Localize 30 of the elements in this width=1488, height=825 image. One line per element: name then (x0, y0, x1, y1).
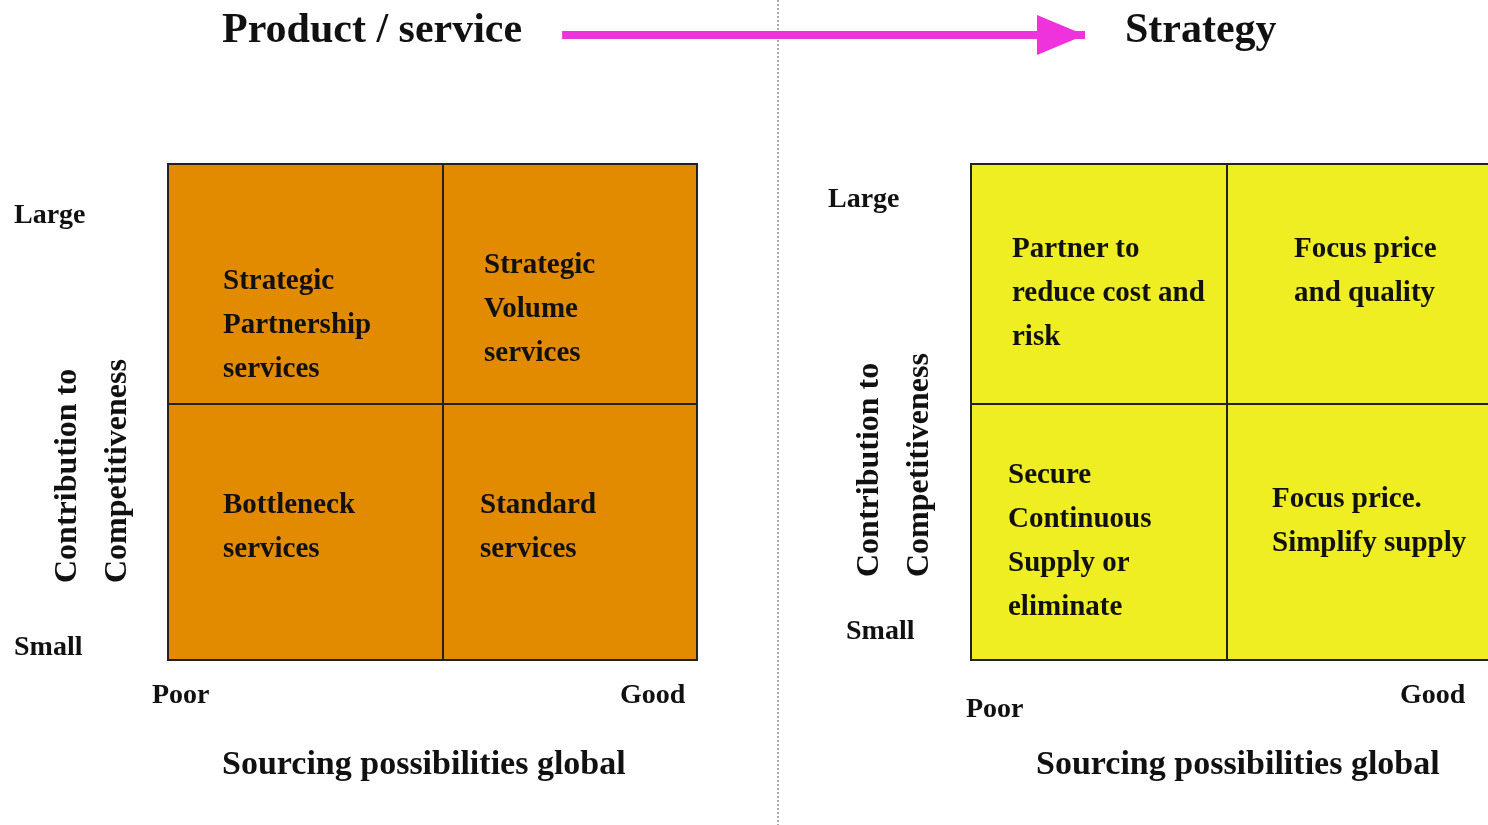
quadrant-cell (1226, 403, 1488, 661)
quadrant-label: Standard services (480, 486, 598, 565)
axis-title: Contribution to Competitiveness (46, 358, 134, 583)
axis-label: Large (828, 182, 900, 214)
quadrant-cell (442, 163, 698, 405)
quadrant-cell (442, 403, 698, 661)
quadrant-label: Bottleneck services (223, 486, 357, 565)
axis-label: Small (846, 614, 915, 646)
quadrant-cell (167, 403, 444, 661)
quadrant-label: Focus price and quality (1294, 230, 1438, 309)
axis-title: Sourcing possibilities global (222, 743, 627, 783)
quadrant-cell (1226, 163, 1488, 405)
heading: Product / service (222, 4, 523, 52)
quadrant-cell (970, 163, 1228, 405)
quadrant-label: Strategic Partnership services (223, 262, 373, 385)
quadrant-label: Focus price. Simplify supply (1272, 480, 1468, 559)
axis-label: Good (620, 678, 686, 710)
quadrant-label: Partner to reduce cost and risk (1012, 230, 1206, 353)
axis-label: Small (14, 630, 83, 662)
axis-label: Poor (966, 692, 1024, 724)
quadrant-label: Secure Continuous Supply or eliminate (1008, 456, 1153, 623)
axis-label: Large (14, 198, 86, 230)
quadrant-cell (970, 403, 1228, 661)
axis-title: Sourcing possibilities global (1036, 743, 1441, 783)
axis-label: Poor (152, 678, 210, 710)
axis-label: Good (1400, 678, 1466, 710)
axis-title: Contribution to Competitiveness (848, 352, 936, 577)
heading: Strategy (1125, 4, 1277, 52)
quadrant-cell (167, 163, 444, 405)
quadrant-label: Strategic Volume services (484, 246, 597, 369)
